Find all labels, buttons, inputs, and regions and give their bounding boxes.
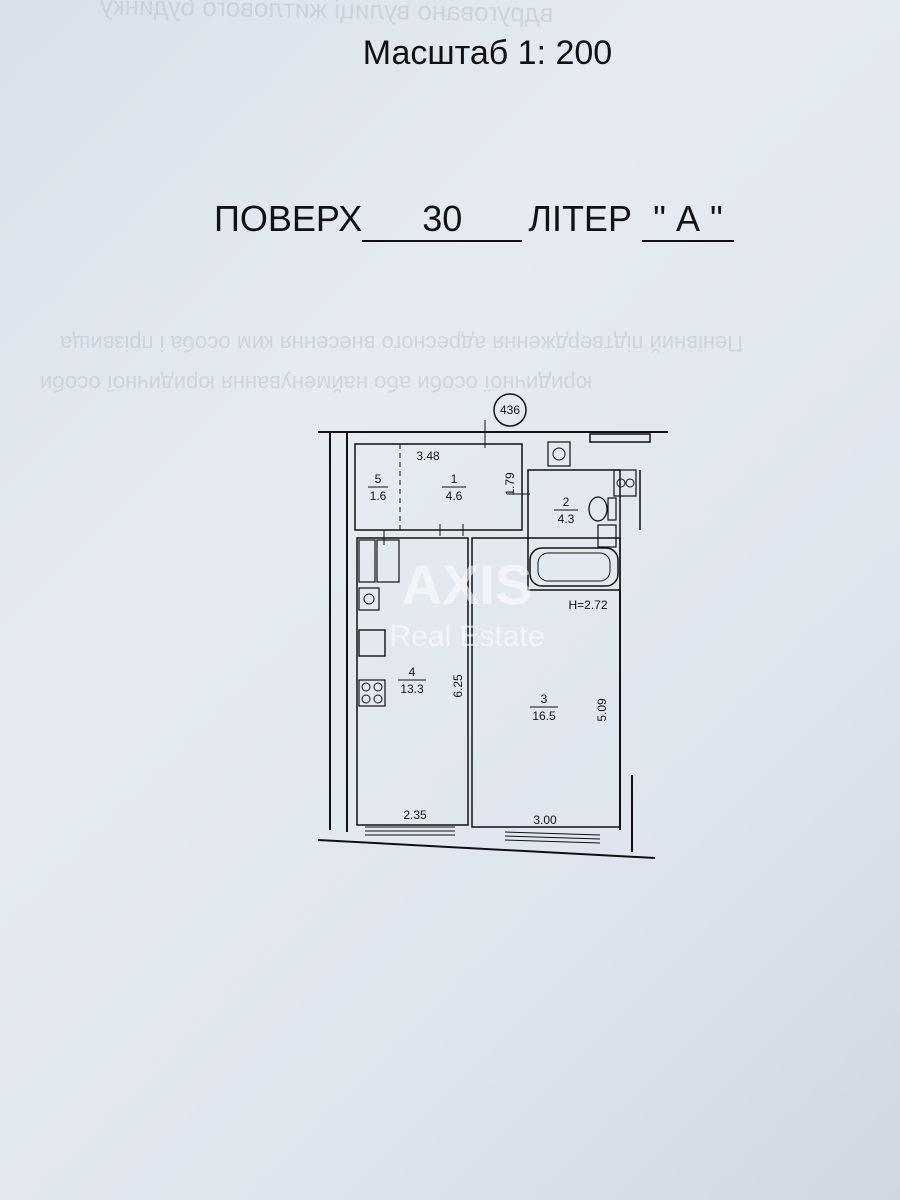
burner — [373, 682, 383, 692]
dim-kitchen-width: 2.35 — [403, 808, 427, 822]
watermark-logo: AXIS — [402, 553, 533, 616]
room-2-outline — [527, 469, 621, 591]
burner — [361, 694, 371, 704]
cabinet-icon — [376, 539, 400, 583]
sink-icon — [597, 524, 617, 548]
room-1-area: 4.6 — [446, 489, 463, 503]
marker-label: 436 — [500, 403, 520, 417]
toilet-tank — [607, 497, 617, 521]
burner — [361, 682, 371, 692]
room-1-number: 1 — [451, 472, 458, 486]
oven-icon — [358, 629, 386, 657]
shaft-pipe — [552, 447, 566, 461]
scale-title: Масштаб 1: 200 — [362, 34, 613, 72]
room-4-outline — [356, 537, 469, 826]
floor-label: ПОВЕРХ — [214, 198, 363, 239]
sink-basin — [363, 593, 375, 605]
room-4-number: 4 — [409, 665, 416, 679]
bathtub-icon — [529, 547, 619, 587]
room-5-number: 5 — [375, 472, 382, 486]
burner — [373, 694, 383, 704]
watermark-text: Real Estate — [389, 620, 544, 653]
washer-drum — [625, 478, 635, 488]
fridge-icon — [358, 539, 376, 583]
letter-value: " А " — [641, 198, 734, 242]
room-4-area: 13.3 — [400, 682, 424, 696]
room-2-number: 2 — [563, 495, 570, 509]
stove-icon — [358, 679, 386, 707]
marker-circle — [493, 393, 527, 427]
room-3-outline — [471, 537, 621, 828]
sink-icon — [358, 587, 380, 611]
window-icon — [365, 826, 601, 844]
shaft-icon — [547, 441, 571, 467]
dim-top-width: 3.48 — [416, 449, 440, 463]
dim-room-length: 5.09 — [595, 698, 609, 722]
ceiling-height: H=2.72 — [568, 598, 607, 612]
toilet-icon — [588, 496, 608, 522]
washer-icon — [613, 469, 637, 497]
bathtub-inner — [537, 552, 611, 582]
room-3-number: 3 — [541, 692, 548, 706]
dim-kitchen-length: 6.25 — [451, 674, 465, 698]
dimension-ticks — [383, 420, 530, 545]
room-5-area: 1.6 — [370, 489, 387, 503]
dim-hall-depth: 1.79 — [503, 472, 517, 496]
dim-room-width: 3.00 — [533, 813, 557, 827]
floor-value: 30 — [362, 198, 523, 242]
washer-drum — [616, 478, 626, 488]
room-2-area: 4.3 — [558, 512, 575, 526]
letter-label: ЛІТЕР — [528, 198, 632, 239]
room-3-area: 16.5 — [532, 709, 556, 723]
